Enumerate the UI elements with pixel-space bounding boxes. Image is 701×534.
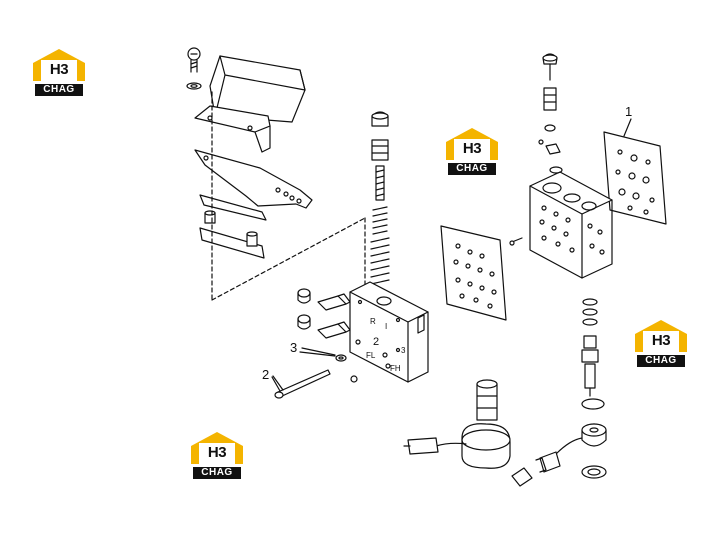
callout-1: 1 — [625, 104, 633, 119]
logo-brand: CHAG — [637, 355, 685, 367]
cover-assembly — [186, 47, 366, 301]
marking-fh: FH — [390, 364, 401, 373]
watermark-logo: H3 CHAG — [444, 126, 500, 176]
logo-mark: H3 — [207, 444, 227, 461]
watermark-logo: H3 CHAG — [189, 430, 245, 480]
marking-r: R — [370, 317, 376, 326]
left-gasket-plate — [440, 225, 507, 321]
watermark-logo: H3 CHAG — [633, 318, 689, 368]
top-parts-stack — [538, 53, 563, 174]
marking-i: I — [385, 322, 387, 331]
logo-brand: CHAG — [193, 467, 241, 479]
spring-stack — [370, 111, 390, 285]
logo-mark: H3 — [462, 140, 482, 157]
house-icon — [33, 49, 85, 81]
marking-2: 2 — [373, 336, 379, 348]
right-valve-body — [509, 171, 613, 279]
logo-mark: H3 — [49, 61, 69, 78]
callout-3: 3 — [290, 340, 298, 355]
plug-parts — [271, 288, 358, 399]
house-icon — [446, 128, 498, 160]
house-icon — [635, 320, 687, 352]
center-valve-body — [349, 281, 429, 383]
logo-brand: CHAG — [35, 84, 83, 96]
logo-brand: CHAG — [448, 163, 496, 175]
house-icon — [191, 432, 243, 464]
marking-fl: FL — [366, 351, 376, 360]
solenoid-assembly — [403, 379, 533, 487]
logo-mark: H3 — [651, 332, 671, 349]
callout-2: 2 — [262, 367, 270, 382]
watermark-logo: H3 CHAG — [31, 47, 87, 97]
marking-3: 3 — [401, 346, 406, 355]
right-gasket-plate — [603, 118, 667, 225]
bottom-parts-stack — [535, 298, 607, 479]
